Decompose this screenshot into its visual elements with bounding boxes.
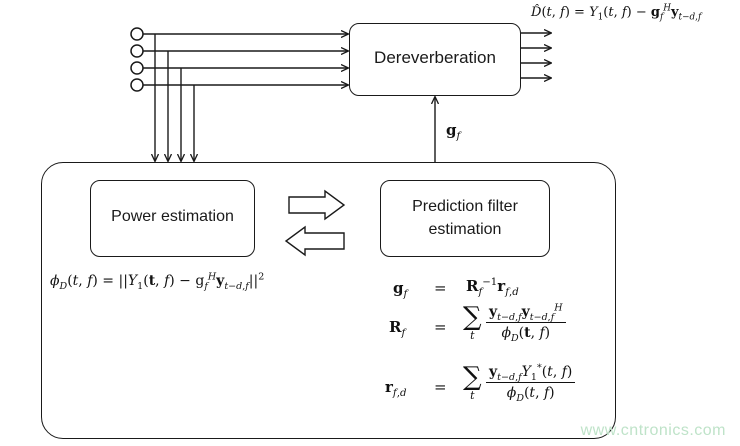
filter-label: gf bbox=[446, 121, 461, 142]
dereverberation-label: Dereverberation bbox=[374, 48, 496, 67]
power-equation: ϕD(t, f) = ||Y1(t, f) − gfHyt−d,f||2 bbox=[50, 271, 265, 292]
mic-input-4-icon bbox=[130, 78, 144, 92]
prediction-filter-block: Prediction filter estimation bbox=[380, 180, 550, 257]
power-estimation-block: Power estimation bbox=[90, 180, 255, 257]
mic-input-1-icon bbox=[130, 27, 144, 41]
cross-correlation-equation-lhs: rf,d bbox=[385, 378, 407, 399]
watermark: www.cntronics.com bbox=[580, 422, 726, 439]
prediction-filter-label-line2: estimation bbox=[428, 221, 502, 238]
mic-input-2-icon bbox=[130, 44, 144, 58]
filter-equation-eq: = bbox=[434, 279, 447, 297]
right-block-arrow-icon bbox=[288, 189, 346, 221]
output-equation: D̂(t, f) = Y1(t, f) − gfHyt−d,f bbox=[531, 3, 702, 23]
correlation-equation-lhs: Rf bbox=[389, 318, 406, 339]
left-block-arrow-icon bbox=[284, 225, 345, 257]
dereverberation-block: Dereverberation bbox=[349, 23, 521, 96]
power-estimation-label: Power estimation bbox=[111, 208, 234, 225]
prediction-filter-label-line1: Prediction filter bbox=[412, 198, 518, 215]
correlation-equation-rhs: ∑ t yt−d,fyt−d,fH ϕD(t, f) bbox=[463, 303, 566, 343]
correlation-equation-eq: = bbox=[434, 318, 447, 336]
filter-equation-lhs: gf bbox=[393, 279, 408, 300]
estimation-container bbox=[41, 162, 616, 439]
cross-correlation-equation-eq: = bbox=[434, 378, 447, 396]
filter-equation-rhs: Rf−1rf,d bbox=[466, 277, 519, 298]
cross-correlation-equation-rhs: ∑ t yt−d,fY1*(t, f) ϕD(t, f) bbox=[463, 363, 576, 403]
mic-input-3-icon bbox=[130, 61, 144, 75]
